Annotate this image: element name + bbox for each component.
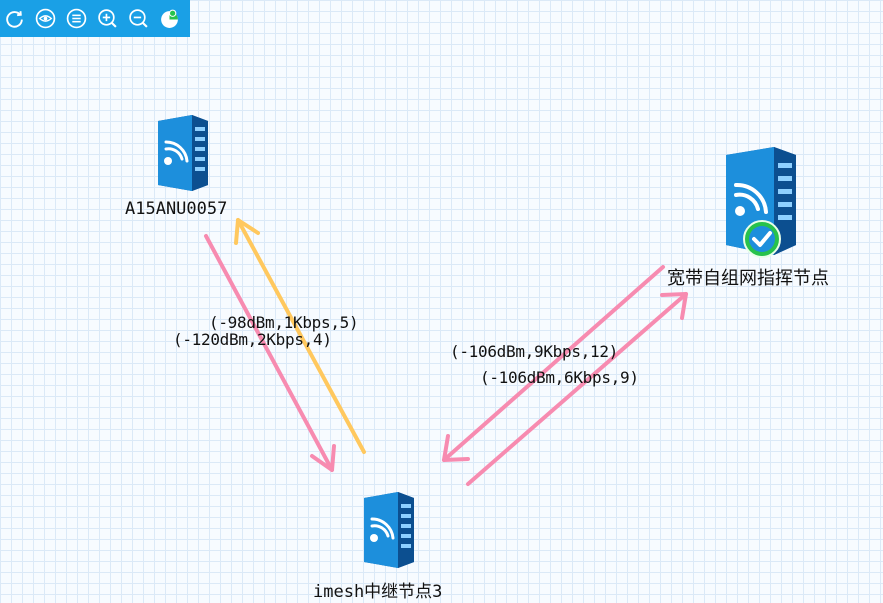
refresh-icon [6, 11, 23, 28]
link-command-to-relay[interactable] [442, 265, 665, 462]
refresh-button[interactable] [4, 8, 25, 29]
node-label-a15anu0057: A15ANU0057 [125, 199, 228, 219]
toggle-button[interactable] [159, 8, 180, 29]
toggle-icon [161, 9, 178, 28]
eye-icon [35, 8, 56, 29]
link-relay-to-command[interactable] [466, 292, 688, 486]
list-icon [66, 8, 87, 29]
status-ok-icon [743, 220, 781, 258]
zoom-out-button[interactable] [128, 8, 149, 29]
list-button[interactable] [66, 8, 87, 29]
zoom-in-icon [98, 9, 117, 28]
link-label-command-relay: (-106dBm,9Kbps,12) [450, 342, 618, 361]
link-label-relay-command: (-106dBm,6Kbps,9) [480, 368, 639, 387]
view-button[interactable] [35, 8, 56, 29]
zoom-out-icon [129, 9, 148, 28]
node-imesh-relay-3[interactable] [360, 490, 416, 570]
link-a15-to-relay[interactable] [204, 234, 336, 472]
server-icon [158, 115, 208, 191]
server-icon [364, 492, 414, 568]
node-a15anu0057[interactable] [154, 113, 210, 193]
link-label-a15-relay: (-120dBm,2Kbps,4) [173, 330, 332, 349]
node-label-imesh-relay-3: imesh中继节点3 [313, 582, 443, 602]
node-command[interactable] [722, 145, 800, 258]
link-label-relay-a15: (-98dBm,1Kbps,5) [209, 313, 359, 332]
zoom-in-button[interactable] [97, 8, 118, 29]
link-relay-to-a15[interactable] [234, 218, 366, 454]
toolbar [0, 0, 190, 37]
server-icon [726, 147, 796, 255]
node-label-command: 宽带自组网指挥节点 [667, 268, 829, 289]
